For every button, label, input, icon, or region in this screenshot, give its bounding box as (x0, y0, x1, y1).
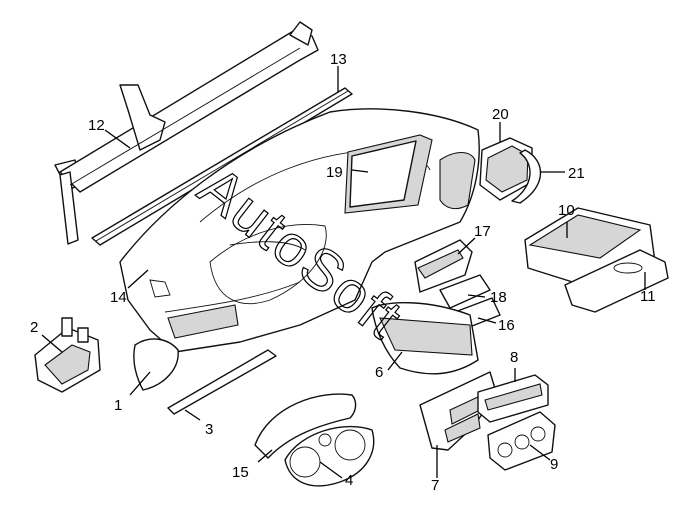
callout-20: 20 (492, 106, 509, 123)
callout-labels: 1 2 3 4 6 7 8 9 10 11 12 13 14 15 16 17 … (30, 51, 656, 494)
part-radio-unit (477, 374, 549, 423)
part-trim-strip (91, 87, 353, 246)
callout-9: 9 (550, 456, 558, 473)
callout-3: 3 (205, 421, 213, 438)
callout-8: 8 (510, 349, 518, 366)
leader-lines (41, 66, 646, 479)
part-center-console (371, 239, 501, 375)
callout-21: 21 (568, 165, 585, 182)
part-console-panel (419, 371, 497, 451)
part-vent-trim (511, 149, 542, 204)
part-support-frame (54, 21, 319, 245)
callout-7: 7 (431, 477, 439, 494)
callout-2: 2 (30, 319, 38, 336)
part-bracket (34, 317, 101, 393)
part-display-screen (344, 134, 433, 214)
callout-19: 19 (326, 164, 343, 181)
callout-12: 12 (88, 117, 105, 134)
part-climate-control (487, 411, 556, 471)
callout-11: 11 (640, 288, 656, 305)
callout-10: 10 (558, 202, 575, 219)
callout-6: 6 (375, 364, 383, 381)
callout-1: 1 (114, 397, 122, 414)
callout-15: 15 (232, 464, 249, 481)
callout-13: 13 (330, 51, 347, 68)
callout-14: 14 (110, 289, 127, 306)
part-glovebox (524, 207, 669, 313)
callout-17: 17 (474, 223, 491, 240)
callout-18: 18 (490, 289, 507, 306)
callout-4: 4 (345, 472, 353, 489)
part-lower-trim (167, 349, 277, 415)
callout-16: 16 (498, 317, 515, 334)
part-instrument-cluster (254, 393, 375, 487)
